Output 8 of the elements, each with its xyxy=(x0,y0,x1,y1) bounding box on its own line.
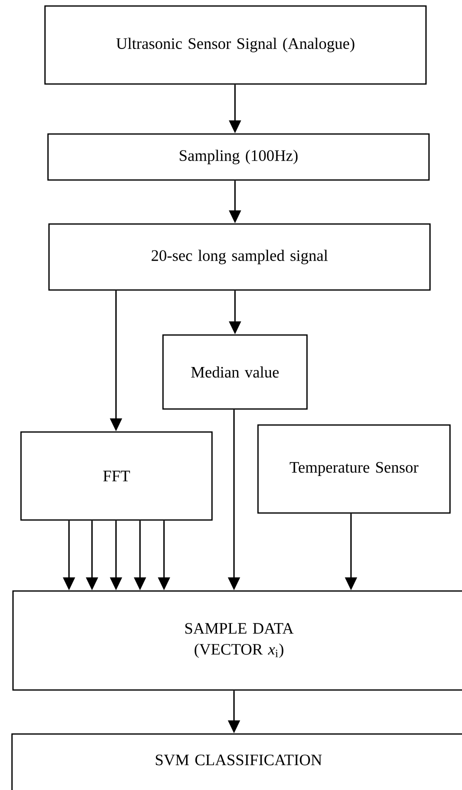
process-box: SAMPLE DATA (VECTOR x$_{i}$) xyxy=(12,590,462,691)
process-box: 20-sec long sampled signal xyxy=(48,223,431,291)
process-box: SVM CLASSIFICATION xyxy=(11,733,462,790)
process-box: Ultrasonic Sensor Signal (Analogue) xyxy=(44,5,427,85)
process-box: Median value xyxy=(162,334,308,410)
process-box: Sampling (100Hz) xyxy=(47,133,430,181)
process-box: FFT xyxy=(20,431,213,521)
process-box: Temperature Sensor xyxy=(257,424,451,514)
